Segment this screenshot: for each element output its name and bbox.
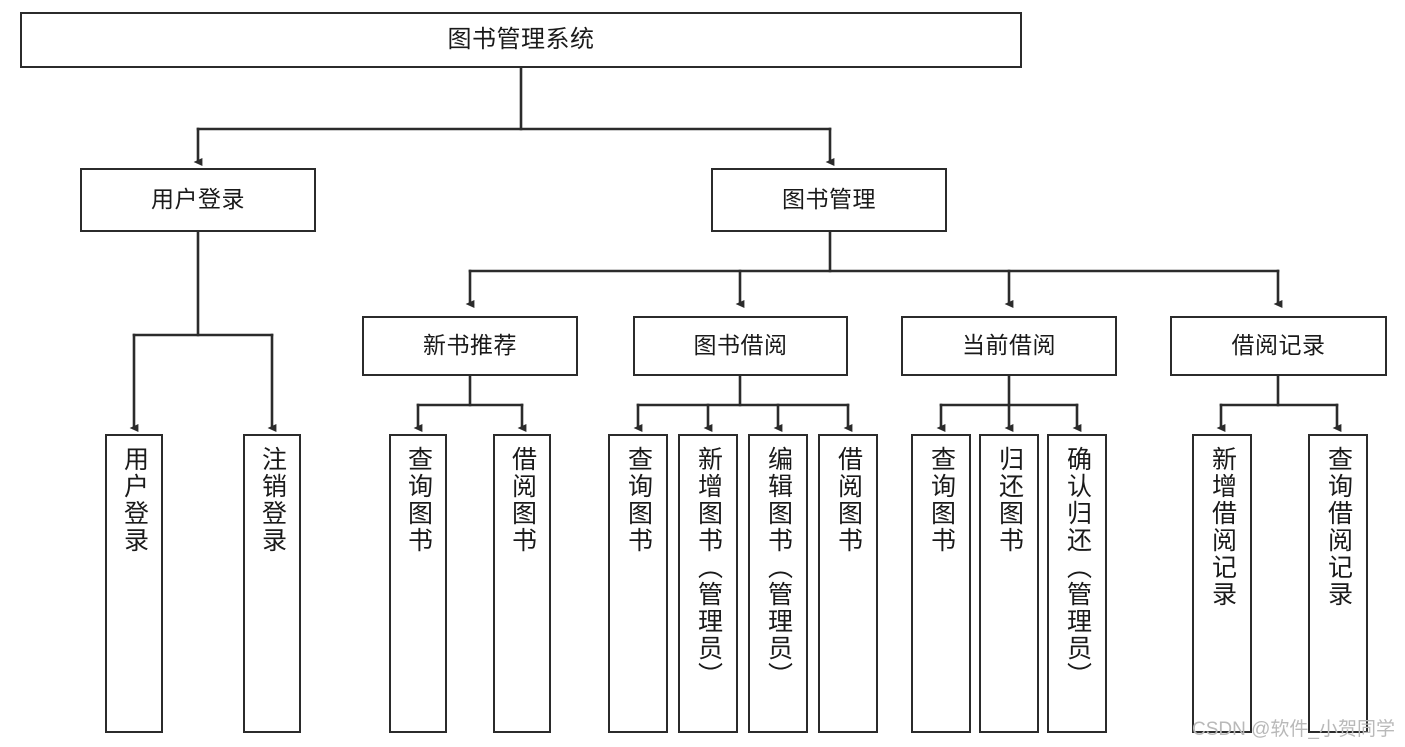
leaf-logout[interactable]: 注销登录 bbox=[243, 434, 301, 733]
leaf-query-record[interactable]: 查询借阅记录 bbox=[1308, 434, 1368, 733]
node-user-login[interactable]: 用户登录 bbox=[80, 168, 316, 232]
edge-group-user-login bbox=[129, 230, 277, 432]
leaf-borrow-book-2[interactable]: 借阅图书 bbox=[818, 434, 878, 733]
edge-group-root bbox=[193, 66, 835, 166]
leaf-borrow-book-1-label: 借阅图书 bbox=[508, 446, 537, 554]
node-root[interactable]: 图书管理系统 bbox=[20, 12, 1022, 68]
leaf-add-record-label: 新增借阅记录 bbox=[1208, 446, 1237, 608]
edge-group-book-manage bbox=[465, 230, 1283, 308]
leaf-borrow-book-2-label: 借阅图书 bbox=[834, 446, 863, 554]
leaf-confirm-return-label: 确认归还（管理员） bbox=[1063, 446, 1092, 689]
leaf-return-book-label: 归还图书 bbox=[995, 446, 1024, 554]
leaf-query-record-label: 查询借阅记录 bbox=[1324, 446, 1353, 608]
node-book-borrow[interactable]: 图书借阅 bbox=[633, 316, 848, 376]
leaf-add-book[interactable]: 新增图书（管理员） bbox=[678, 434, 738, 733]
node-book-borrow-label: 图书借阅 bbox=[693, 332, 788, 359]
node-new-book-recommendation[interactable]: 新书推荐 bbox=[362, 316, 578, 376]
edge-group-current-borrow bbox=[936, 374, 1082, 432]
leaf-query-book-2[interactable]: 查询图书 bbox=[608, 434, 668, 733]
leaf-edit-book[interactable]: 编辑图书（管理员） bbox=[748, 434, 808, 733]
leaf-query-book-3[interactable]: 查询图书 bbox=[911, 434, 971, 733]
node-book-manage-label: 图书管理 bbox=[782, 186, 876, 213]
leaf-query-book-1[interactable]: 查询图书 bbox=[389, 434, 447, 733]
node-user-login-label: 用户登录 bbox=[151, 186, 245, 213]
leaf-edit-book-label: 编辑图书（管理员） bbox=[764, 446, 793, 689]
leaf-user-login[interactable]: 用户登录 bbox=[105, 434, 163, 733]
edge-group-borrow-record bbox=[1216, 374, 1342, 432]
leaf-return-book[interactable]: 归还图书 bbox=[979, 434, 1039, 733]
leaf-logout-label: 注销登录 bbox=[258, 446, 287, 554]
leaf-query-book-2-label: 查询图书 bbox=[624, 446, 653, 554]
node-current-borrow[interactable]: 当前借阅 bbox=[901, 316, 1117, 376]
leaf-query-book-1-label: 查询图书 bbox=[404, 446, 433, 554]
leaf-borrow-book-1[interactable]: 借阅图书 bbox=[493, 434, 551, 733]
edge-group-new-book-rec bbox=[413, 374, 527, 432]
node-root-label: 图书管理系统 bbox=[447, 25, 595, 53]
node-current-borrow-label: 当前借阅 bbox=[962, 332, 1056, 359]
csdn-watermark: CSDN @软件_小贺同学 bbox=[1192, 719, 1395, 740]
node-borrow-record-label: 借阅记录 bbox=[1231, 332, 1326, 359]
node-borrow-record[interactable]: 借阅记录 bbox=[1170, 316, 1387, 376]
leaf-user-login-label: 用户登录 bbox=[120, 446, 149, 554]
leaf-query-book-3-label: 查询图书 bbox=[927, 446, 956, 554]
edge-group-book-borrow bbox=[633, 374, 853, 432]
node-new-book-recommendation-label: 新书推荐 bbox=[423, 332, 517, 359]
leaf-add-record[interactable]: 新增借阅记录 bbox=[1192, 434, 1252, 733]
leaf-confirm-return[interactable]: 确认归还（管理员） bbox=[1047, 434, 1107, 733]
leaf-add-book-label: 新增图书（管理员） bbox=[694, 446, 723, 689]
node-book-manage[interactable]: 图书管理 bbox=[711, 168, 947, 232]
